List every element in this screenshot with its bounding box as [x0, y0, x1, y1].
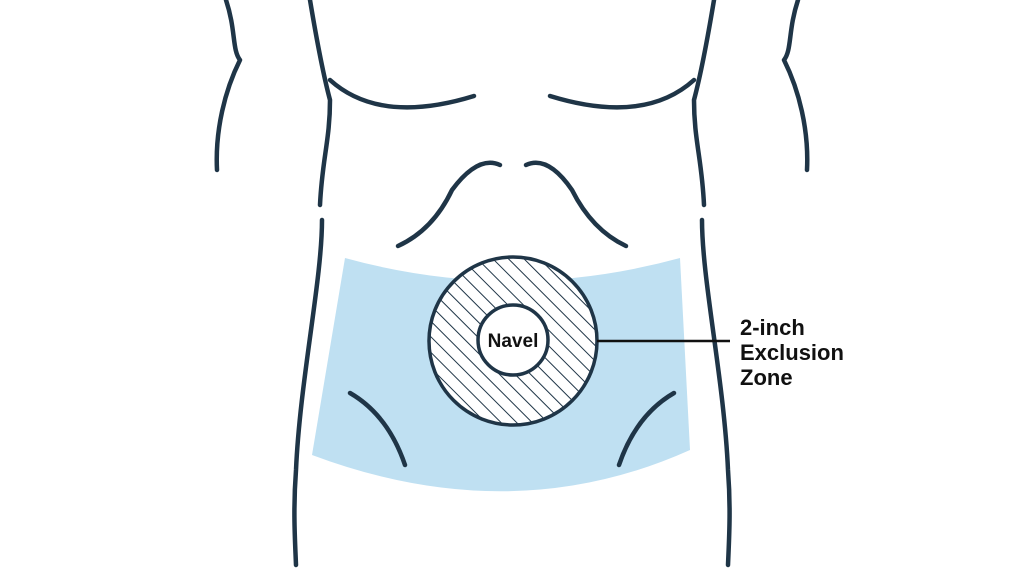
- exclusion-zone-label-line-3: Zone: [740, 365, 793, 390]
- exclusion-zone-label: 2-inch Exclusion Zone: [740, 315, 844, 390]
- torso-outline: [214, 0, 810, 568]
- exclusion-zone-label-line-2: Exclusion: [740, 340, 844, 365]
- exclusion-zone-label-line-1: 2-inch: [740, 315, 805, 340]
- navel-label: Navel: [488, 331, 539, 352]
- navel-circle: [476, 303, 550, 377]
